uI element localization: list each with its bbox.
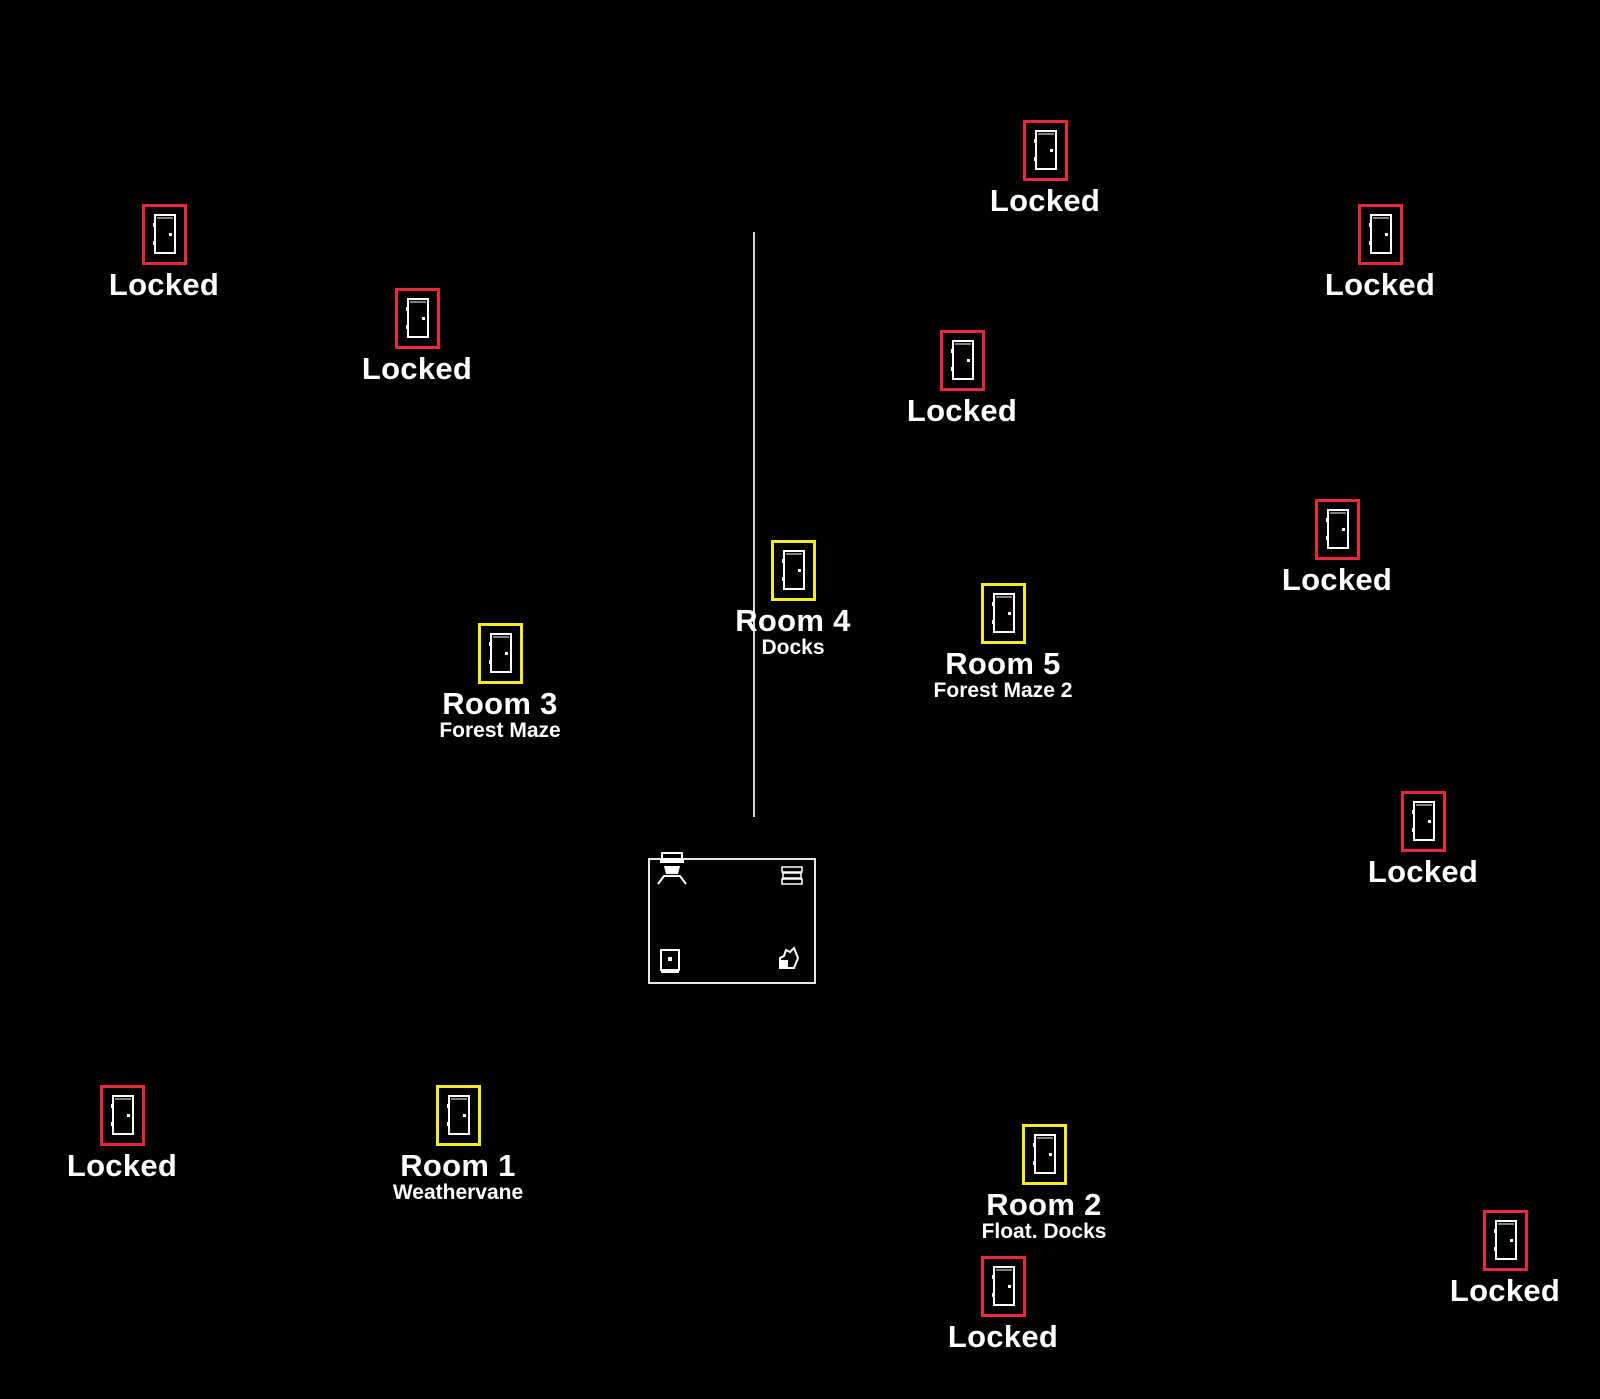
door-subtitle: Forest Maze [425, 719, 575, 743]
door-title: Locked [1430, 1274, 1580, 1308]
door-frame [1315, 499, 1360, 560]
locked-door-locked-6[interactable]: Locked [1262, 499, 1412, 597]
door-title: Locked [47, 1149, 197, 1183]
door-frame [1023, 120, 1068, 181]
door-frame [1483, 1210, 1528, 1271]
character-icon [656, 852, 688, 891]
door-frame [395, 288, 440, 349]
locked-door-locked-9[interactable]: Locked [928, 1256, 1078, 1354]
book-stack-icon [780, 864, 804, 893]
door-frame [1358, 204, 1403, 265]
door-frame [940, 330, 985, 391]
door-title: Locked [887, 394, 1037, 428]
door-subtitle: Float. Docks [969, 1220, 1119, 1244]
door-frame [142, 204, 187, 265]
locked-door-locked-10[interactable]: Locked [1430, 1210, 1580, 1308]
door-frame [981, 1256, 1026, 1317]
door-title: Locked [1262, 563, 1412, 597]
door-title: Room 3 [425, 687, 575, 721]
door-title: Locked [342, 352, 492, 386]
door-frame [981, 583, 1026, 644]
door-title: Locked [89, 268, 239, 302]
locked-door-locked-7[interactable]: Locked [1348, 791, 1498, 889]
path-line [753, 232, 755, 817]
door-subtitle: Forest Maze 2 [928, 679, 1078, 703]
door-frame [771, 540, 816, 601]
door-title: Locked [928, 1320, 1078, 1354]
locked-door-locked-1[interactable]: Locked [89, 204, 239, 302]
locked-door-locked-8[interactable]: Locked [47, 1085, 197, 1183]
hub-room[interactable] [648, 858, 816, 984]
door-title: Room 5 [928, 647, 1078, 681]
door-frame [478, 623, 523, 684]
door-subtitle: Docks [718, 636, 868, 660]
door-subtitle: Weathervane [383, 1181, 533, 1205]
hand-icon [776, 944, 802, 977]
door-title: Room 1 [383, 1149, 533, 1183]
door-title: Locked [1348, 855, 1498, 889]
door-title: Locked [1305, 268, 1455, 302]
door-title: Room 4 [718, 604, 868, 638]
locked-door-locked-5[interactable]: Locked [887, 330, 1037, 428]
locked-door-locked-3[interactable]: Locked [970, 120, 1120, 218]
door-title: Room 2 [969, 1188, 1119, 1222]
locked-door-locked-2[interactable]: Locked [342, 288, 492, 386]
door-frame [100, 1085, 145, 1146]
locked-door-locked-4[interactable]: Locked [1305, 204, 1455, 302]
door-title: Locked [970, 184, 1120, 218]
door-frame [1401, 791, 1446, 852]
door-frame [1022, 1124, 1067, 1185]
journal-icon [658, 948, 682, 979]
door-frame [436, 1085, 481, 1146]
